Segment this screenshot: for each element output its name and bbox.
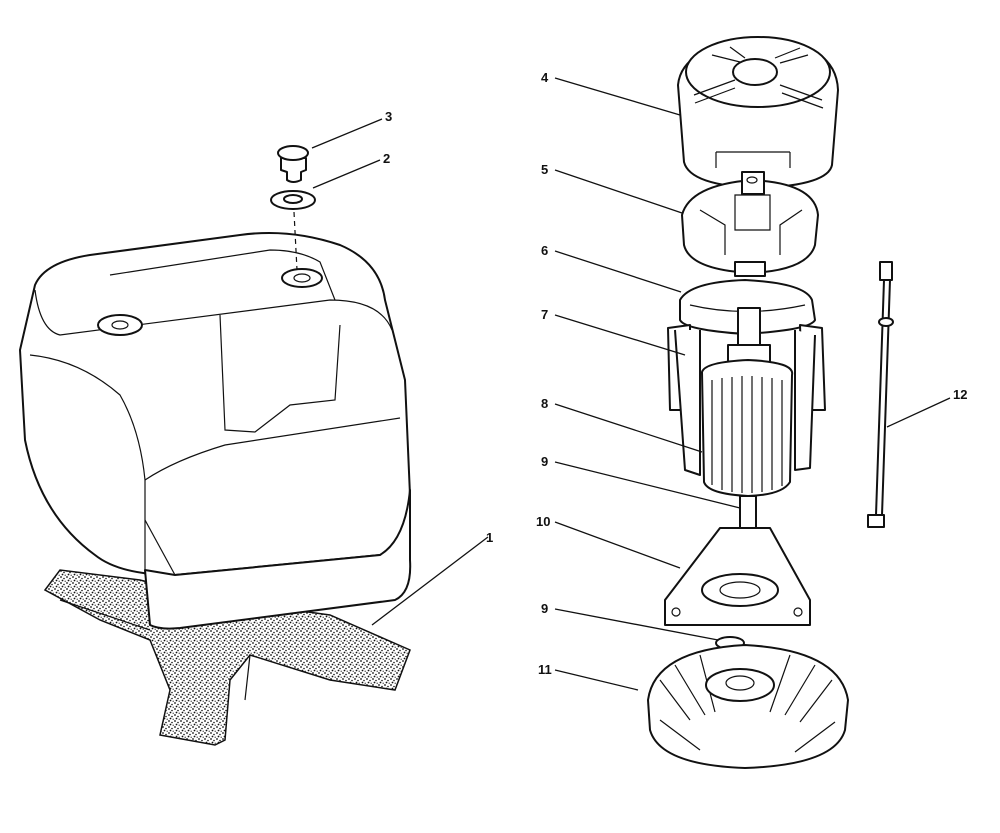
label-part-12: 12 [953,387,967,402]
assembly-line-plug [293,211,298,271]
label-part-11: 11 [538,662,552,677]
motor-end-cap [677,36,839,189]
label-part-10: 10 [536,514,550,529]
label-part-2: 2 [383,151,390,166]
label-part-5: 5 [541,162,548,177]
end-bracket [664,527,811,626]
label-part-4: 4 [541,70,549,85]
label-part-3: 3 [385,109,392,124]
through-bolt [867,261,894,528]
cooling-fan [647,644,849,769]
armature [701,307,794,537]
brush-holder-assembly [681,171,819,277]
label-part-8: 8 [541,396,548,411]
motor-housing-cover [19,231,412,630]
part-labels: 1 2 3 4 5 6 7 8 9 10 9 11 12 [383,70,967,677]
washer [270,190,316,210]
label-part-7: 7 [541,307,548,322]
label-part-9-upper: 9 [541,454,548,469]
label-part-9-lower: 9 [541,601,548,616]
leader-lines [311,77,951,691]
plug [277,145,309,183]
label-part-6: 6 [541,243,548,258]
field-coil-stator [667,324,826,476]
label-part-1: 1 [486,530,493,545]
